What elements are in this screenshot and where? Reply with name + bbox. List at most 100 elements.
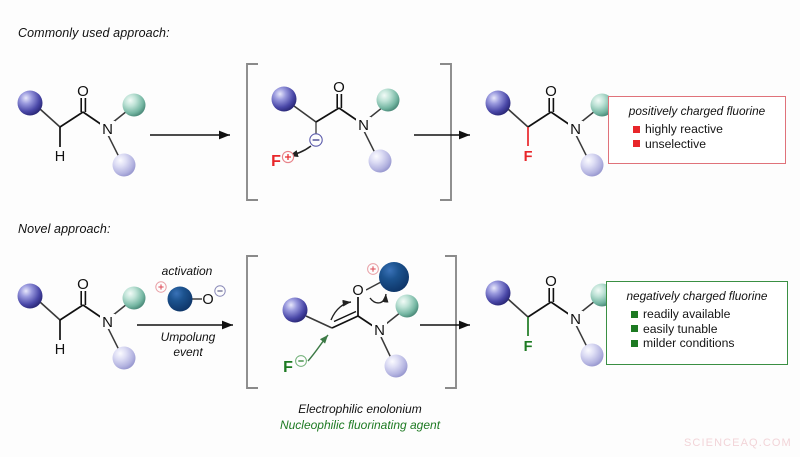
atom-label-nitrogen: N <box>570 311 581 328</box>
atom-label-nitrogen: N <box>102 121 113 138</box>
bond-alpha-to-carbonyl <box>315 107 340 123</box>
bond-nitrogen-to-teal-sphere <box>385 311 402 325</box>
atom-label-hydrogen: H <box>55 149 65 165</box>
bond-enol-double-a <box>331 315 359 329</box>
sphere-lavender <box>384 354 408 378</box>
curved-arrow-enol-to-oxygen <box>330 299 352 321</box>
bond-alpha-to-carbonyl <box>59 111 84 128</box>
list-item: milder conditions <box>631 336 777 351</box>
sphere-lavender <box>580 153 604 177</box>
watermark-sciencaq: SCIENCEAQ.COM <box>684 437 792 449</box>
arrow-label-umpolung-line1: Umpolung <box>160 330 216 344</box>
molecule-top-intermediate: O N F <box>262 79 422 192</box>
list-item-label: highly reactive <box>645 122 723 136</box>
info-box-positive-fluorine: positively charged fluorine highly react… <box>608 96 786 164</box>
molecule-top-product: O N F <box>476 83 626 185</box>
atom-label-oxygen: O <box>545 83 557 100</box>
sphere-teal <box>122 286 146 310</box>
sphere-lavender <box>112 346 136 370</box>
sphere-teal <box>122 93 146 117</box>
bullet-square-icon <box>633 125 640 133</box>
molecule-enolonium-intermediate: O N F <box>258 262 438 384</box>
sphere-blue-violet <box>485 280 511 306</box>
bond-sphere-to-alpha-carbon <box>507 298 529 318</box>
bullet-square-icon <box>631 310 638 318</box>
section-label-common-approach: Commonly used approach: <box>18 26 170 40</box>
info-box-list: highly reactive unselective <box>619 122 775 151</box>
reaction-arrow-bottom-2 <box>420 320 470 330</box>
molecule-bottom-reactant: O N H <box>8 276 158 378</box>
bond-nitrogen-to-lavender-sphere <box>107 134 120 158</box>
sphere-blue-violet <box>271 86 297 112</box>
bracket-bottom-intermediate <box>246 255 457 389</box>
bond-sphere-to-alpha-carbon <box>39 108 61 128</box>
sphere-teal <box>395 294 419 318</box>
list-item-label: readily available <box>643 307 731 321</box>
curved-arrow-fluoride-attack <box>307 334 329 362</box>
arrow-label-umpolung-line2: event <box>173 345 203 359</box>
atom-label-oxygen: O <box>545 273 557 290</box>
arrow-label-activation: activation <box>161 264 213 278</box>
list-item: unselective <box>633 137 775 152</box>
atom-label-oxygen: O <box>77 276 89 293</box>
caption-group-intermediate: Electrophilic enolonium Nucleophilic flu… <box>220 402 500 432</box>
sphere-blue-violet <box>485 90 511 116</box>
atom-label-fluorine: F <box>524 339 533 355</box>
bond-alpha-to-carbonyl <box>527 301 552 318</box>
info-box-title: positively charged fluorine <box>628 104 766 118</box>
atom-label-oxygen-activator: O <box>202 292 213 308</box>
sphere-blue-violet <box>282 297 308 323</box>
curved-arrow-oxygen-activator-cleavage <box>369 293 389 304</box>
bond-sphere-to-alpha-carbon <box>293 105 317 123</box>
molecule-bottom-product: O N F <box>476 273 626 375</box>
list-item: easily tunable <box>631 322 777 337</box>
list-item-label: unselective <box>645 136 706 151</box>
bond-alpha-to-carbonyl <box>59 304 84 321</box>
list-item-label: milder conditions <box>643 336 735 351</box>
info-box-title: negatively charged fluorine <box>626 289 768 303</box>
reaction-arrow-top-2 <box>414 130 470 140</box>
sphere-teal <box>376 88 400 112</box>
atom-label-nitrogen: N <box>374 322 385 339</box>
sphere-blue-violet <box>17 283 43 309</box>
reagent-label-fluorine: F <box>271 153 281 170</box>
bullet-square-icon <box>633 140 640 148</box>
molecule-top-reactant: O N H <box>8 83 158 185</box>
bond-nitrogen-to-lavender-sphere <box>575 324 588 348</box>
sphere-navy-activator <box>167 286 193 312</box>
bond-nitrogen-to-lavender-sphere <box>363 130 376 154</box>
reaction-arrow-bottom-1 <box>137 320 233 330</box>
bullet-square-icon <box>631 339 638 347</box>
caption-nucleophilic-fluorinating-agent: Nucleophilic fluorinating agent <box>279 418 441 432</box>
list-item: readily available <box>631 307 777 322</box>
sphere-blue-violet <box>17 90 43 116</box>
section-label-novel-approach: Novel approach: <box>18 222 111 236</box>
sphere-lavender <box>368 149 392 173</box>
bond-sphere-to-vinyl-carbon <box>305 315 333 329</box>
atom-label-nitrogen: N <box>102 314 113 331</box>
list-item-label: easily tunable <box>643 321 718 336</box>
nucleophile-label-fluorine: F <box>283 359 293 376</box>
bond-nitrogen-to-lavender-sphere <box>107 327 120 351</box>
info-box-negative-fluorine: negatively charged fluorine readily avai… <box>606 281 788 365</box>
bond-oxygen-to-activator <box>365 281 382 291</box>
reagent-activating-agent: O <box>155 281 226 312</box>
atom-label-oxygen: O <box>77 83 89 100</box>
bracket-top-intermediate <box>246 63 452 201</box>
atom-label-oxygen: O <box>352 283 363 299</box>
atom-label-nitrogen: N <box>358 117 369 134</box>
atom-label-nitrogen: N <box>570 121 581 138</box>
info-box-list: readily available easily tunable milder … <box>617 307 777 351</box>
reaction-arrow-top-1 <box>150 130 230 140</box>
bond-nitrogen-to-lavender-sphere <box>575 134 588 158</box>
sphere-lavender <box>112 153 136 177</box>
arrow-label-umpolung: Umpolung event <box>143 330 233 360</box>
bond-sphere-to-alpha-carbon <box>507 108 529 128</box>
atom-label-fluorine: F <box>524 149 533 165</box>
atom-label-oxygen: O <box>333 79 345 96</box>
bond-alpha-to-carbonyl <box>527 111 552 128</box>
sphere-lavender <box>580 343 604 367</box>
sphere-teal <box>590 93 614 117</box>
bullet-square-icon <box>631 325 638 333</box>
